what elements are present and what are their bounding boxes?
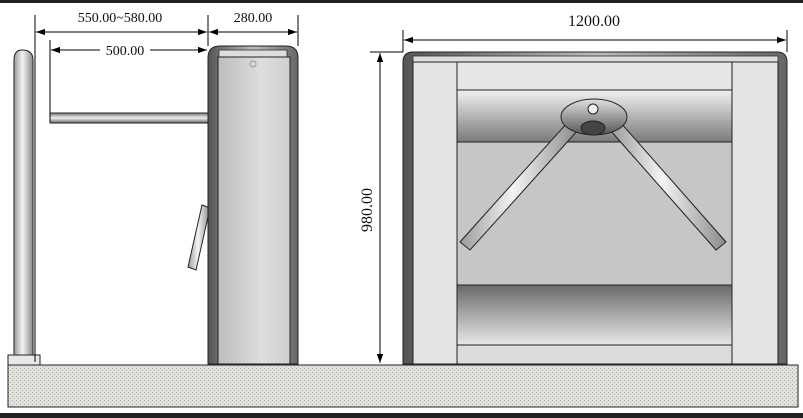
cabinet-side-view xyxy=(207,45,299,365)
cabinet-front-view xyxy=(402,51,788,365)
dim-total-reach: 550.00~580.00 xyxy=(78,11,163,26)
frame-top-border xyxy=(0,0,803,3)
frame-bottom-border xyxy=(0,413,803,418)
dim-cabinet-width: 1200.00 xyxy=(568,13,620,30)
dim-cabinet-height: 980.00 xyxy=(359,188,376,232)
dim-cabinet-depth: 280.00 xyxy=(234,11,273,26)
turnstile-arm-angled xyxy=(187,204,211,271)
guide-post xyxy=(7,49,41,366)
indicator-light xyxy=(249,60,257,68)
turnstile-arm-horizontal xyxy=(49,112,209,124)
dim-arm-length: 500.00 xyxy=(106,44,145,59)
ground-slab xyxy=(7,364,799,408)
